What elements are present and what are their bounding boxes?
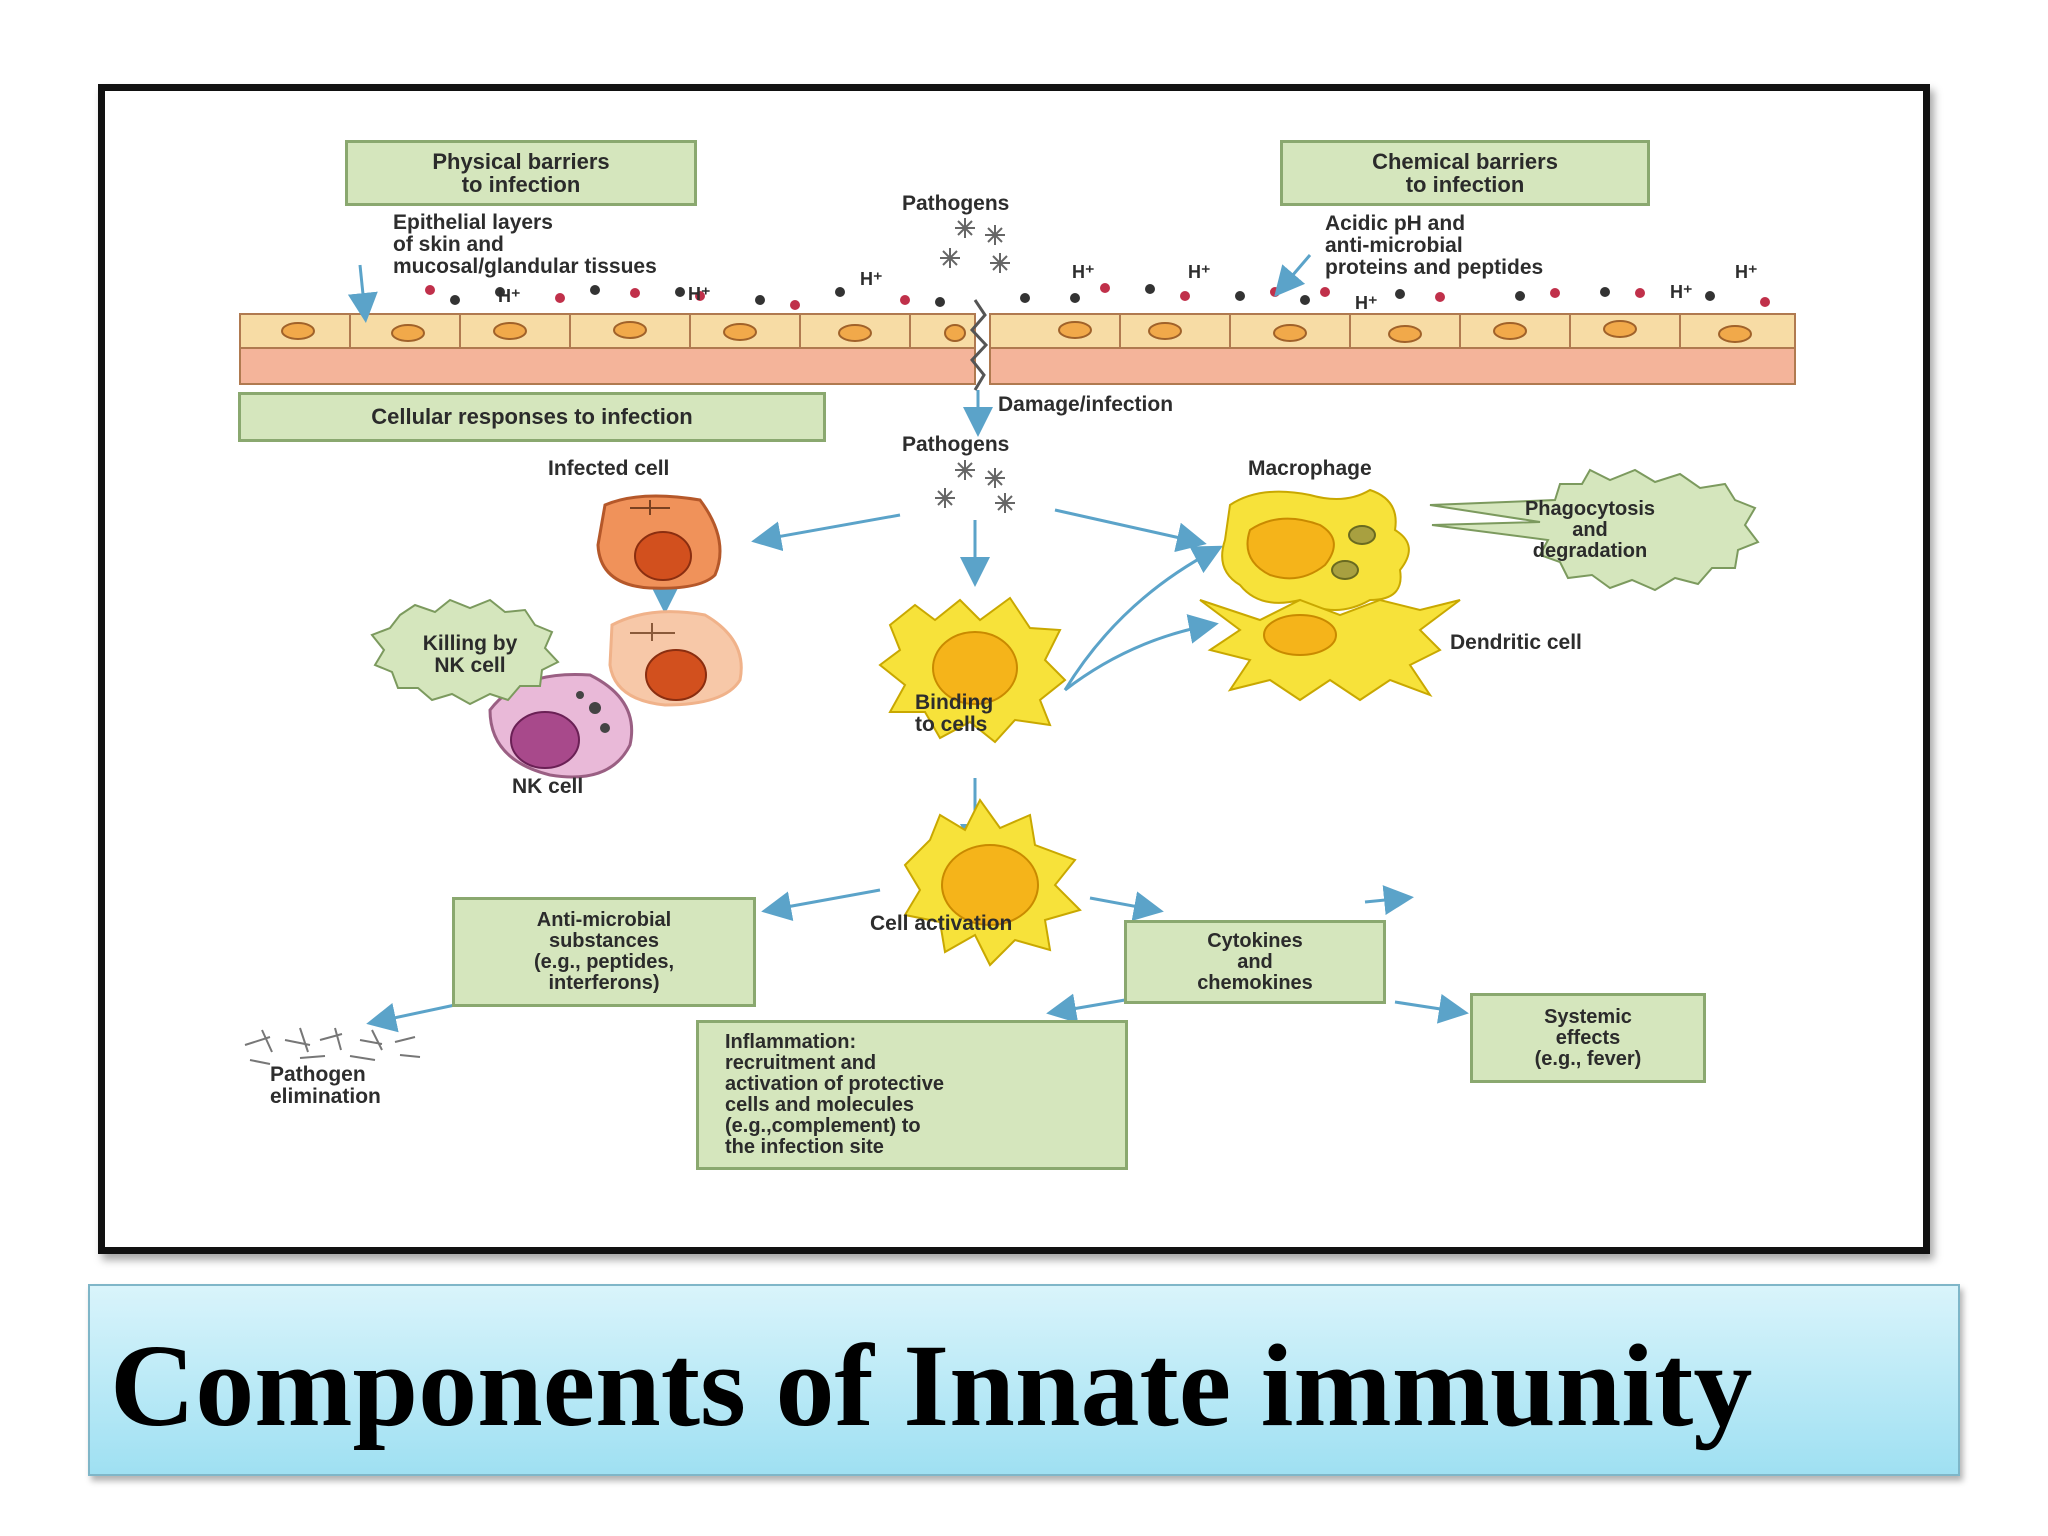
h-plus-label: H⁺ [860, 269, 883, 289]
h-plus-label: H⁺ [1072, 262, 1095, 282]
cytokines-box: Cytokines and chemokines [1124, 920, 1386, 1004]
pathogen-debris [244, 1027, 421, 1065]
cell-activation-label: Cell activation [870, 912, 1013, 935]
physical-barriers-box: Physical barriers to infection [345, 140, 697, 206]
h-plus-label: H⁺ [1670, 282, 1693, 302]
cellular-responses-box: Cellular responses to infection [238, 392, 826, 442]
dendritic-cell-label: Dendritic cell [1450, 631, 1582, 654]
slide-title: Components of Innate immunity [110, 1320, 1753, 1451]
phagocytosis-text: Phagocytosis and degradation [1524, 497, 1656, 562]
killing-nk-text: Killing by NK cell [422, 631, 518, 677]
damage-break [969, 299, 989, 391]
pathogens-cluster-top [940, 218, 1010, 273]
systemic-effects-box: Systemic effects (e.g., fever) [1470, 993, 1706, 1083]
epithelium-right [989, 313, 1796, 385]
h-plus-label: H⁺ [1735, 262, 1758, 282]
slide-title-bar [88, 1284, 1960, 1476]
pathogens-top-label: Pathogens [902, 192, 1010, 215]
chemical-barriers-box: Chemical barriers to infection [1280, 140, 1650, 206]
dendritic-cell [1199, 598, 1461, 702]
infected-cell-dying [608, 610, 743, 707]
activated-cell [903, 798, 1082, 967]
h-plus-label: H⁺ [1188, 262, 1211, 282]
infected-cell [596, 494, 722, 590]
damage-label: Damage/infection [998, 393, 1174, 416]
arrows [347, 254, 1469, 1033]
anti-microbial-box: Anti-microbial substances (e.g., peptide… [452, 897, 756, 1007]
pathogens-mid-label: Pathogens [902, 433, 1010, 456]
h-plus-label: H⁺ [688, 284, 711, 304]
killing-nk-burst [370, 598, 560, 706]
phagocytosis-burst [1429, 468, 1760, 592]
h-plus-label: H⁺ [498, 286, 521, 306]
infected-cell-label: Infected cell [548, 457, 670, 480]
nk-cell [488, 672, 634, 779]
h-plus-label: H⁺ [1355, 293, 1378, 313]
macrophage-label: Macrophage [1248, 457, 1372, 480]
epithelial-cell-nuclei [281, 320, 1752, 343]
pathogens-cluster-mid [935, 460, 1015, 513]
epithelial-cell-walls [349, 314, 1681, 348]
epithelial-label: Epithelial layers of skin and mucosal/gl… [393, 211, 657, 279]
binding-cell [878, 596, 1067, 744]
macrophage [1221, 488, 1410, 611]
nk-cell-label: NK cell [512, 775, 584, 798]
binding-label: Binding to cells [915, 691, 994, 737]
inflammation-box: Inflammation: recruitment and activation… [696, 1020, 1128, 1170]
pathogen-elimination-label: Pathogen elimination [270, 1063, 381, 1109]
acidic-label: Acidic pH and anti-microbial proteins an… [1325, 212, 1544, 280]
proton-dots [425, 283, 1770, 310]
